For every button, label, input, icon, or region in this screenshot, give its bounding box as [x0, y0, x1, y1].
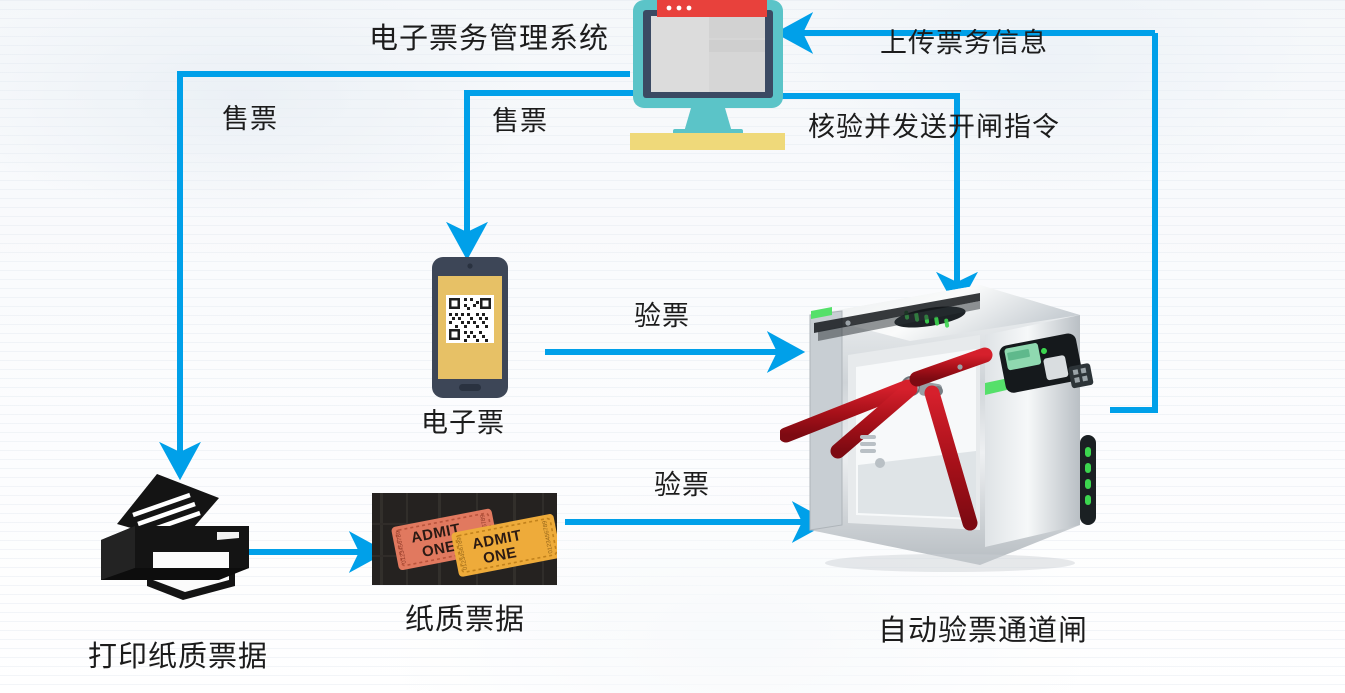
label-gate: 自动验票通道闸	[878, 615, 1089, 647]
node-paper-tickets: ADMIT ONE 0123456789 0123456789 ADMIT ON…	[372, 493, 561, 585]
label-eticket: 电子票	[421, 408, 505, 438]
smartphone-qr-icon	[432, 257, 508, 398]
desktop-monitor-icon	[630, 0, 785, 150]
node-printer	[95, 468, 255, 603]
edge-label-check-eticket: 验票	[634, 301, 690, 331]
svg-text:ONE: ONE	[482, 544, 519, 567]
label-system: 电子票务管理系统	[369, 23, 610, 55]
label-paper-tickets: 纸质票据	[405, 604, 526, 636]
edge-label-verify-cmd: 核验并发送开闸指令	[808, 112, 1060, 142]
tripod-turnstile-icon	[778, 285, 1096, 572]
node-eticket	[432, 257, 508, 398]
node-system	[625, 0, 790, 155]
edge-sell-eticket	[446, 90, 636, 261]
printer-icon	[101, 474, 249, 600]
admit-one-tickets-icon: ADMIT ONE 0123456789 0123456789 ADMIT ON…	[372, 493, 561, 585]
node-gate	[778, 275, 1120, 575]
label-printer: 打印纸质票据	[88, 641, 269, 673]
edge-verify-cmd	[782, 93, 978, 311]
svg-text:ONE: ONE	[421, 538, 458, 561]
edge-label-upload: 上传票务信息	[880, 28, 1048, 58]
edge-label-sell-paper: 售票	[222, 104, 278, 134]
edge-label-check-paper: 验票	[654, 470, 710, 500]
edge-upload-riser	[1110, 33, 1158, 413]
edge-sell-paper	[159, 71, 630, 481]
edge-label-sell-eticket: 售票	[492, 106, 548, 136]
